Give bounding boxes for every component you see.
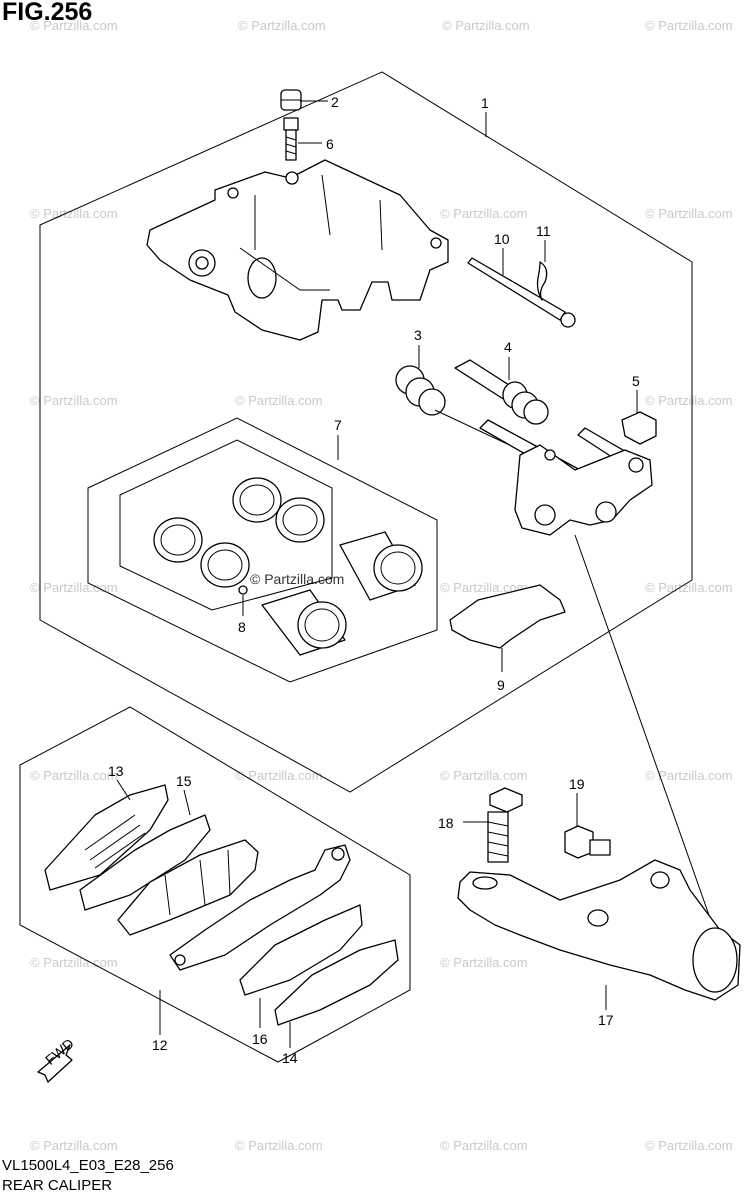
anti-rattle-shim bbox=[169, 844, 351, 971]
brake-pad bbox=[117, 839, 259, 936]
pad-kit-outline bbox=[19, 706, 411, 1063]
callout-number: 7 bbox=[334, 417, 342, 433]
callout-number: 6 bbox=[326, 136, 334, 152]
callout-number: 14 bbox=[282, 1050, 298, 1066]
bleeder-valve bbox=[283, 117, 299, 161]
callout-leader bbox=[574, 534, 711, 919]
callout-number: 17 bbox=[598, 1012, 614, 1028]
callout-number: 11 bbox=[536, 223, 551, 239]
watermark: © Partzilla.com bbox=[30, 768, 118, 783]
watermark: © Partzilla.com bbox=[645, 393, 733, 408]
brake-pad-shim bbox=[274, 939, 399, 1026]
pad-spring bbox=[449, 584, 566, 649]
callout-number: 15 bbox=[176, 773, 192, 789]
piston-seal-kit-outline bbox=[87, 417, 438, 683]
bleeder-cap bbox=[280, 89, 302, 111]
watermark: © Partzilla.com bbox=[30, 206, 118, 221]
brake-pad bbox=[44, 784, 169, 891]
pad-pin bbox=[467, 257, 576, 328]
model-code: VL1500L4_E03_E28_256 bbox=[2, 1157, 174, 1174]
callout-number: 5 bbox=[632, 373, 640, 389]
watermark: © Partzilla.com bbox=[30, 955, 118, 970]
watermark: © Partzilla.com bbox=[645, 580, 733, 595]
piston-seal bbox=[153, 517, 203, 563]
watermark: © Partzilla.com bbox=[235, 768, 323, 783]
watermark: © Partzilla.com bbox=[30, 580, 118, 595]
callout-leaders bbox=[116, 100, 638, 1048]
caliper-bracket bbox=[479, 419, 653, 536]
watermark: © Partzilla.com bbox=[645, 206, 733, 221]
slide-pin-boot bbox=[395, 365, 521, 451]
watermark: © Partzilla.com bbox=[440, 955, 528, 970]
watermark: © Partzilla.com bbox=[645, 768, 733, 783]
callout-number: 2 bbox=[331, 94, 339, 110]
callout-number: 4 bbox=[504, 339, 512, 355]
callout-number: 16 bbox=[252, 1031, 268, 1047]
watermark: © Partzilla.com bbox=[235, 1138, 323, 1153]
spring-clip bbox=[621, 411, 657, 445]
watermark: © Partzilla.com bbox=[440, 768, 528, 783]
pin-clip bbox=[536, 261, 548, 301]
watermark: © Partzilla.com bbox=[235, 393, 323, 408]
callout-number: 19 bbox=[569, 776, 585, 792]
watermark: © Partzilla.com bbox=[645, 18, 733, 33]
watermark-layer: © Partzilla.com © Partzilla.com © Partzi… bbox=[30, 18, 733, 1153]
piston-seal bbox=[275, 497, 325, 543]
watermark: © Partzilla.com bbox=[440, 580, 528, 595]
mounting-bolt bbox=[487, 787, 523, 863]
callout-labels: 1 2 3 4 5 6 7 8 9 10 11 12 13 14 15 16 1… bbox=[108, 94, 640, 1066]
watermark: © Partzilla.com bbox=[442, 18, 530, 33]
slide-pin-boot bbox=[454, 359, 549, 425]
caliper-piston bbox=[261, 589, 347, 656]
dust-seal-marker bbox=[238, 585, 248, 595]
forward-direction-arrow: FWD bbox=[37, 1035, 77, 1083]
brake-pad bbox=[239, 904, 363, 996]
callout-number: 10 bbox=[494, 231, 510, 247]
caliper-assembly-outline bbox=[39, 71, 693, 793]
watermark: © Partzilla.com bbox=[30, 393, 118, 408]
seal-kit-inner-outline bbox=[119, 439, 333, 611]
caliper-body bbox=[146, 159, 449, 341]
callout-number: 8 bbox=[238, 619, 246, 635]
watermark: © Partzilla.com bbox=[440, 206, 528, 221]
callout-number: 9 bbox=[497, 677, 505, 693]
caliper-mounting-bracket bbox=[457, 859, 741, 1001]
callout-number: 3 bbox=[414, 327, 422, 343]
watermark: © Partzilla.com bbox=[440, 1138, 528, 1153]
caliper-piston bbox=[339, 531, 423, 601]
brake-pad-shim bbox=[79, 814, 211, 911]
watermark: © Partzilla.com bbox=[30, 1138, 118, 1153]
bracket-bolt bbox=[564, 825, 611, 859]
diagram-caption: REAR CALIPER bbox=[2, 1177, 113, 1194]
callout-number: 12 bbox=[152, 1037, 168, 1053]
figure-title: FIG.256 bbox=[2, 0, 93, 26]
watermark: © Partzilla.com bbox=[30, 18, 118, 33]
watermark: © Partzilla.com bbox=[250, 571, 344, 587]
piston-seal bbox=[200, 542, 250, 588]
watermark: © Partzilla.com bbox=[238, 18, 326, 33]
watermark: © Partzilla.com bbox=[645, 1138, 733, 1153]
callout-number: 1 bbox=[481, 95, 489, 111]
piston-seal bbox=[232, 477, 282, 523]
callout-number: 18 bbox=[438, 815, 454, 831]
callout-number: 13 bbox=[108, 763, 124, 779]
